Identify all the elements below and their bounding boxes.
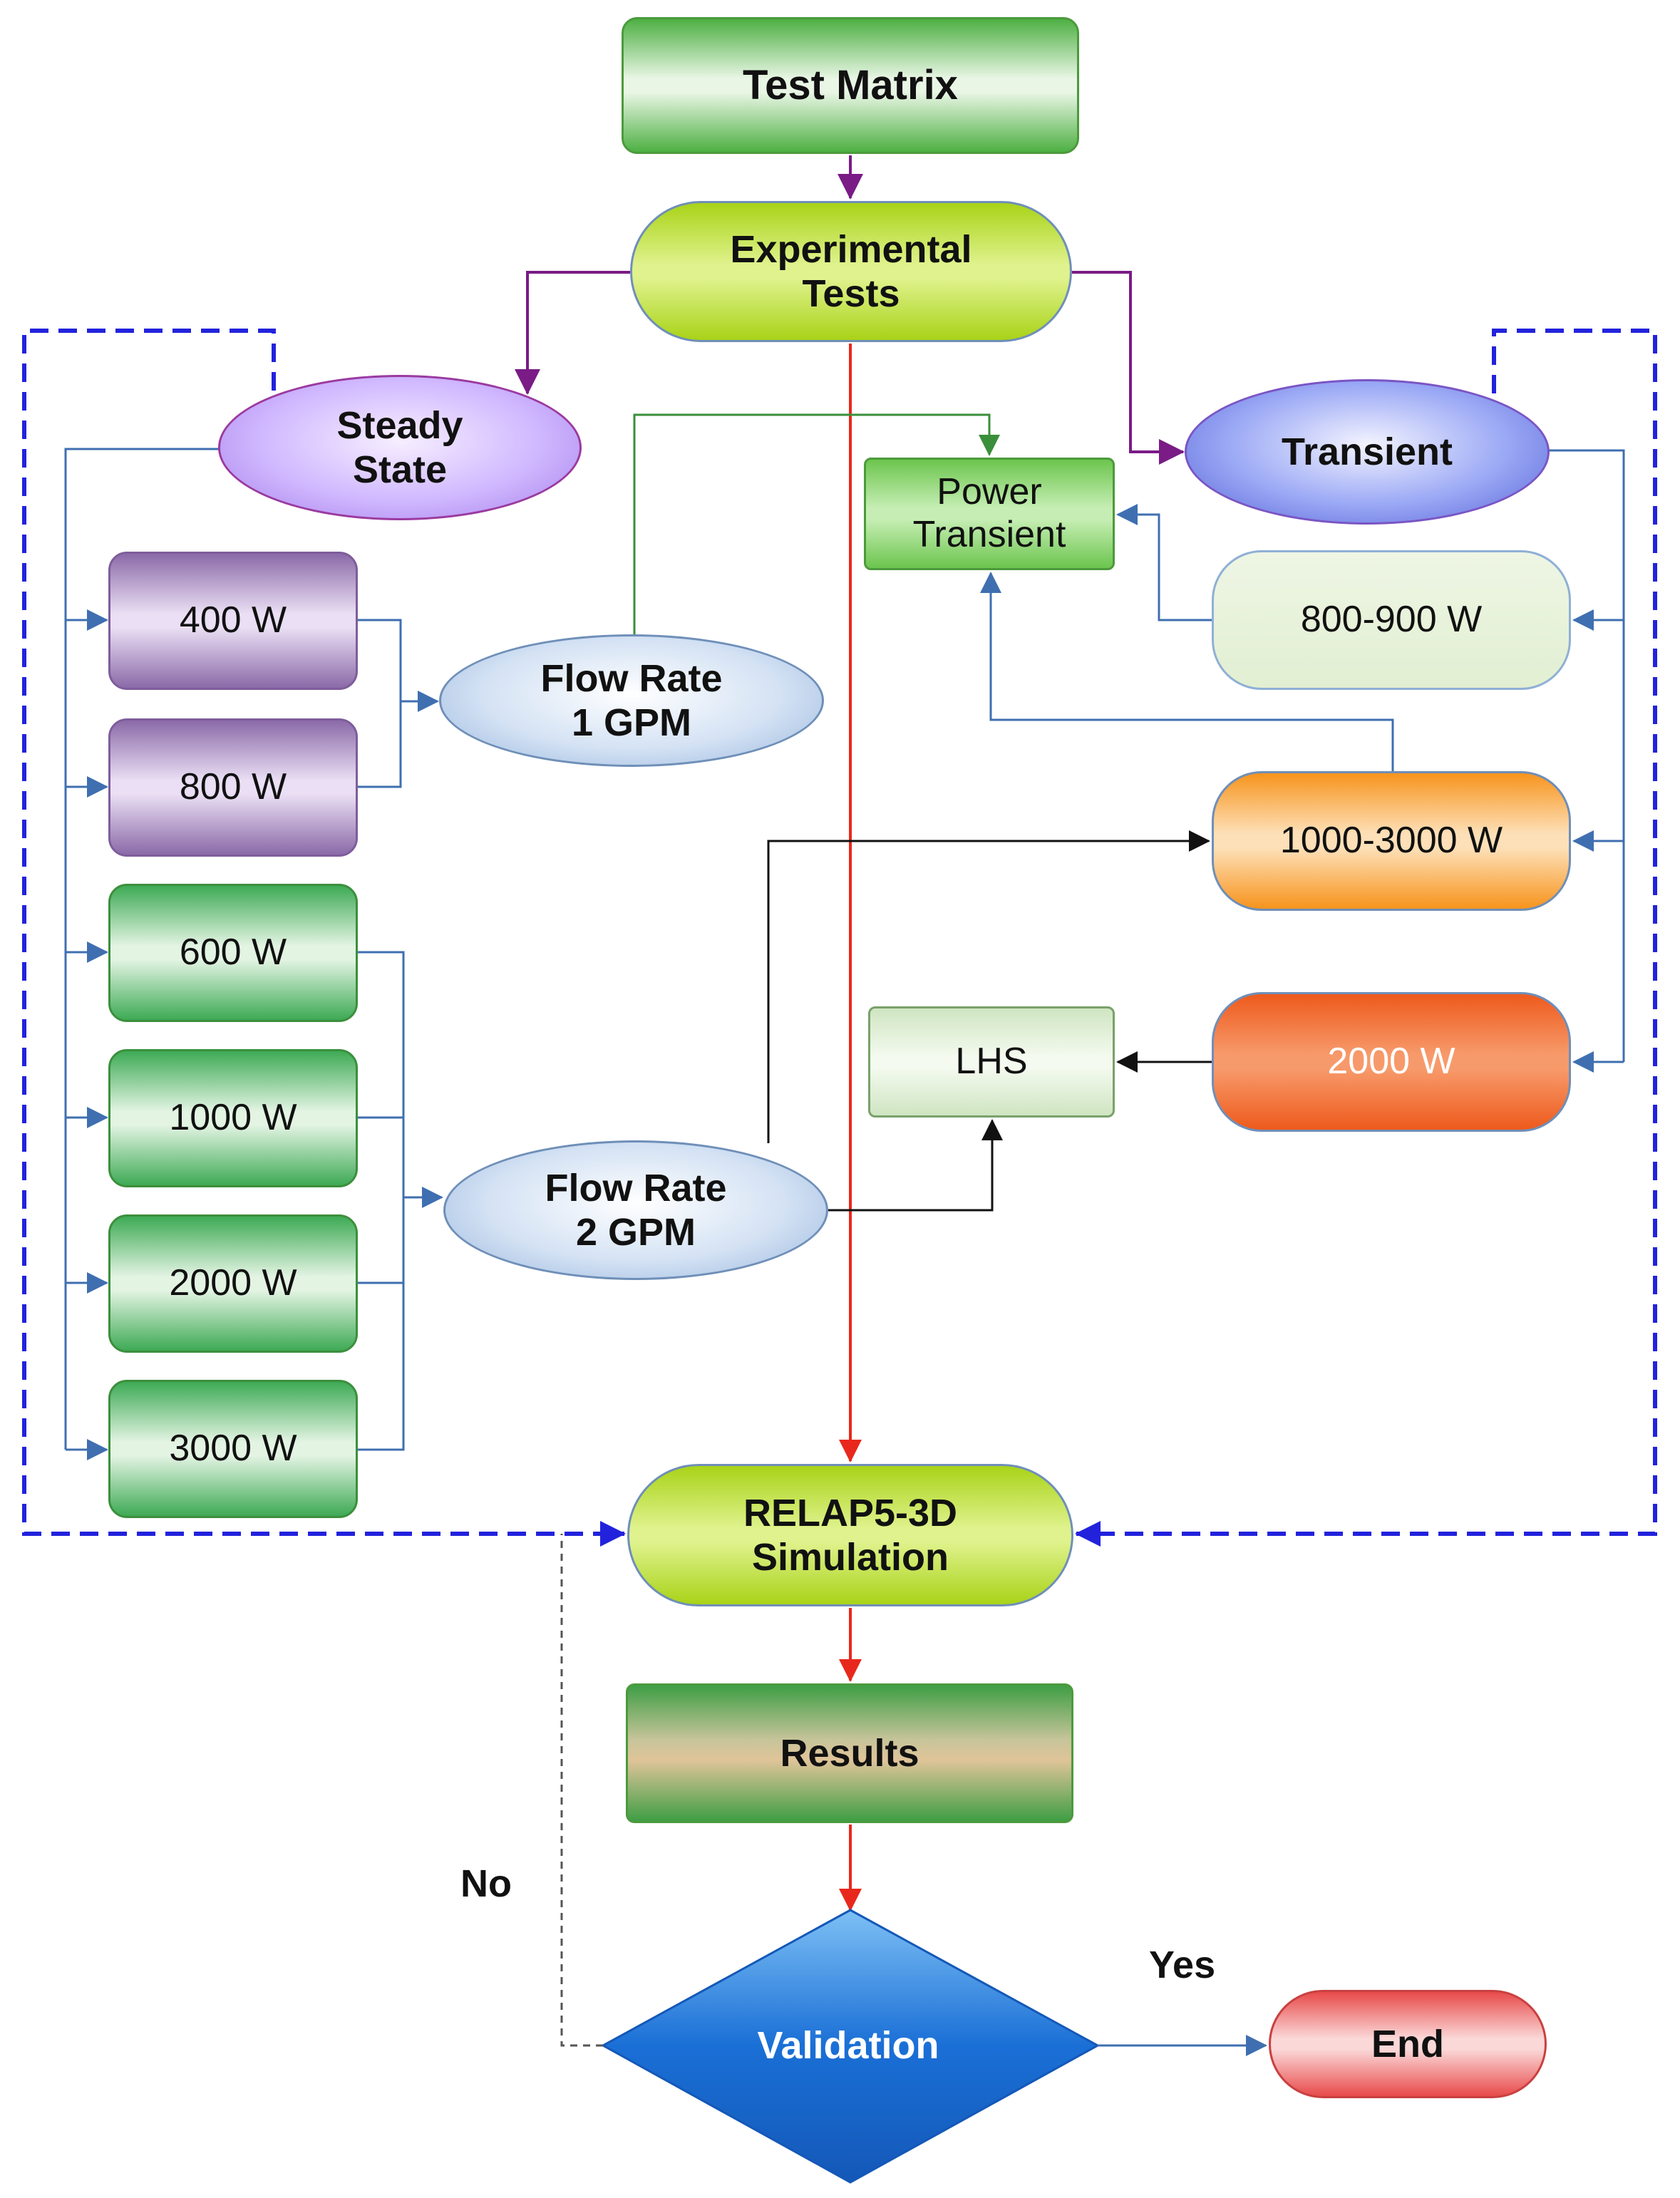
power-1000-3000w-node: 1000-3000 W — [1212, 771, 1571, 911]
results-node: Results — [626, 1683, 1073, 1823]
transient-label: Transient — [1281, 430, 1453, 473]
edge-transient-to-relap-dashed — [1075, 329, 1657, 1547]
power-800w-node: 800 W — [108, 718, 358, 857]
power-1000w-node: 1000 W — [108, 1049, 358, 1187]
power-600w-label: 600 W — [179, 932, 287, 974]
power-3000w-node: 3000 W — [108, 1380, 358, 1518]
edge-flow2-to-1000-3000 — [767, 830, 1210, 1143]
steady-state-node: Steady State — [218, 375, 582, 520]
power-2000w-left-label: 2000 W — [169, 1262, 297, 1304]
power-600w-node: 600 W — [108, 884, 358, 1022]
power-transient-node: Power Transient — [864, 458, 1115, 570]
power-transient-label: Power Transient — [912, 471, 1066, 555]
edge-steady-to-relap-dashed — [22, 329, 626, 1547]
edge-experimental-to-transient — [1072, 271, 1185, 465]
flow-rate-2gpm-label: Flow Rate 2 GPM — [545, 1166, 727, 1254]
transient-node: Transient — [1185, 379, 1550, 525]
steady-state-label: Steady State — [336, 403, 463, 491]
validation-node: Validation — [606, 1996, 1091, 2095]
power-800-900w-node: 800-900 W — [1212, 550, 1571, 690]
power-800-900w-label: 800-900 W — [1300, 599, 1483, 641]
flow-rate-2gpm-node: Flow Rate 2 GPM — [443, 1140, 828, 1280]
test-matrix-label: Test Matrix — [743, 61, 958, 108]
experimental-tests-label: Experimental Tests — [730, 227, 972, 315]
edge-validation-to-relap-no — [560, 1534, 603, 2047]
edge-label-no: No — [460, 1862, 512, 1905]
edge-800-900-to-power-transient — [1116, 504, 1212, 621]
edge-flow1-to-power-transient — [633, 413, 1000, 634]
lhs-label: LHS — [955, 1041, 1028, 1083]
power-2000w-right-node: 2000 W — [1212, 992, 1571, 1132]
end-label: End — [1371, 2022, 1444, 2065]
edge-group2-to-flow2 — [358, 951, 405, 1451]
test-matrix-node: Test Matrix — [622, 17, 1079, 154]
edge-flow2-to-lhs — [828, 1119, 1003, 1212]
validation-diamond — [600, 1909, 1101, 2184]
relap5-3d-simulation-node: RELAP5-3D Simulation — [627, 1464, 1073, 1606]
power-1000-3000w-label: 1000-3000 W — [1279, 820, 1503, 862]
flow-rate-1gpm-node: Flow Rate 1 GPM — [439, 634, 824, 767]
edge-400-800-to-flow1 — [358, 619, 436, 788]
power-2000w-right-label: 2000 W — [1327, 1041, 1455, 1083]
power-1000w-label: 1000 W — [169, 1097, 297, 1139]
experimental-tests-node: Experimental Tests — [630, 201, 1072, 342]
results-label: Results — [780, 1731, 919, 1775]
power-400w-node: 400 W — [108, 552, 358, 690]
power-800w-label: 800 W — [179, 766, 287, 808]
flow-rate-1gpm-label: Flow Rate 1 GPM — [540, 656, 723, 744]
transient-trunk — [1547, 449, 1625, 1062]
power-2000w-left-node: 2000 W — [108, 1214, 358, 1353]
lhs-node: LHS — [868, 1006, 1115, 1118]
relap5-3d-simulation-label: RELAP5-3D Simulation — [743, 1491, 958, 1579]
power-400w-label: 400 W — [179, 599, 287, 641]
edge-1000-3000-to-power-transient — [980, 572, 1394, 771]
power-3000w-label: 3000 W — [169, 1428, 297, 1470]
edge-label-yes: Yes — [1149, 1944, 1216, 1986]
steady-trunk — [64, 448, 221, 1450]
validation-label: Validation — [757, 2023, 939, 2067]
edge-experimental-to-steady — [515, 271, 630, 395]
end-node: End — [1269, 1990, 1547, 2098]
